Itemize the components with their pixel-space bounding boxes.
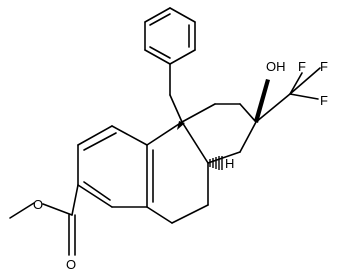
carbonyl-oxygen-label: O — [66, 257, 76, 272]
ring-b — [146, 121, 209, 224]
stereo-hash-h — [209, 156, 223, 170]
hydrogen-label: H — [225, 156, 234, 171]
cyclohexane-ring — [181, 103, 257, 164]
ester-oxygen-label: O — [33, 197, 43, 212]
fluorine-label-1: F — [298, 59, 306, 74]
methyl-ester-group — [9, 184, 79, 256]
fluorine-label-3: F — [320, 93, 328, 108]
aromatic-ring — [77, 125, 154, 208]
stereo-wedge-oh — [254, 79, 270, 123]
hydroxyl-label: OH — [266, 59, 286, 74]
fluorine-label-2: F — [320, 59, 328, 74]
trifluoromethyl-group — [255, 67, 321, 123]
benzyl-phenyl-ring — [144, 7, 196, 65]
benzylic-ch2 — [169, 63, 183, 123]
